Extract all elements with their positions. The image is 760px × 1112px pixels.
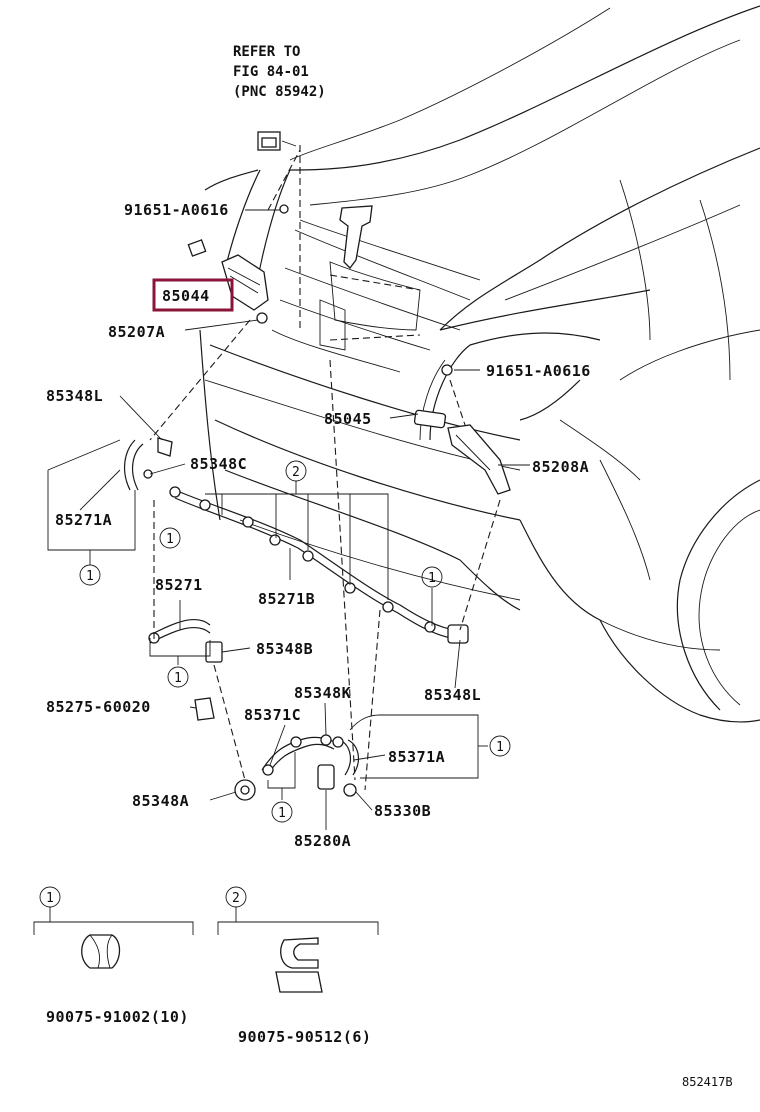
label-91651-a0616-upper[interactable]: 91651-A0616 [124,201,229,219]
legend: 1 90075-91002(10) 2 90075-90512(6) [33,886,379,1046]
group-brackets [47,439,488,800]
refer-note: REFER TO FIG 84-01 (PNC 85942) [233,44,326,100]
marker-1-f: 1 [496,740,504,755]
legend-part-90075-91002[interactable]: 90075-91002(10) [46,1008,189,1026]
label-85348k[interactable]: 85348K [294,684,351,702]
legend-marker-2: 2 [232,891,240,906]
marker-1-a: 1 [166,532,174,547]
marker-2-a: 2 [292,465,300,480]
label-85348l-bottom[interactable]: 85348L [424,686,481,704]
label-85371a[interactable]: 85371A [388,748,445,766]
hose-clips [143,204,469,801]
marker-1-b: 1 [86,569,94,584]
reservoir-assembly [299,145,421,351]
refer-note-line3: (PNC 85942) [233,84,326,100]
circle-markers: 1 1 2 1 1 1 1 [79,460,511,823]
leader-lines [79,209,530,830]
label-85348c[interactable]: 85348C [190,455,247,473]
label-85348l-top[interactable]: 85348L [46,387,103,405]
label-85280a[interactable]: 85280A [294,832,351,850]
refer-note-line2: FIG 84-01 [233,64,309,80]
highlight-box-85044 [152,278,234,312]
label-85275-60020[interactable]: 85275-60020 [46,698,151,716]
label-85371c[interactable]: 85371C [244,706,301,724]
label-85045[interactable]: 85045 [324,410,372,428]
label-85348a[interactable]: 85348A [132,792,189,810]
label-85348b[interactable]: 85348B [256,640,313,658]
label-85271[interactable]: 85271 [155,576,203,594]
label-85271b[interactable]: 85271B [258,590,315,608]
legend-part-90075-90512[interactable]: 90075-90512(6) [238,1028,371,1046]
cleaner-unit-right [413,364,511,495]
dashed-routing [149,149,501,791]
marker-1-e: 1 [278,806,286,821]
legend-marker-1: 1 [46,891,54,906]
marker-1-d: 1 [174,671,182,686]
refer-note-line1: REFER TO [233,44,300,60]
diagram-code: 852417B [682,1075,733,1089]
vehicle-body-outline [199,5,760,723]
label-85207a[interactable]: 85207A [108,323,165,341]
marker-1-c: 1 [428,571,436,586]
label-85044[interactable]: 85044 [162,287,210,305]
label-85208a[interactable]: 85208A [532,458,589,476]
label-85330b[interactable]: 85330B [374,802,431,820]
refer-bracket [257,131,297,151]
label-85271a[interactable]: 85271A [55,511,112,529]
label-91651-a0616-right[interactable]: 91651-A0616 [486,362,591,380]
